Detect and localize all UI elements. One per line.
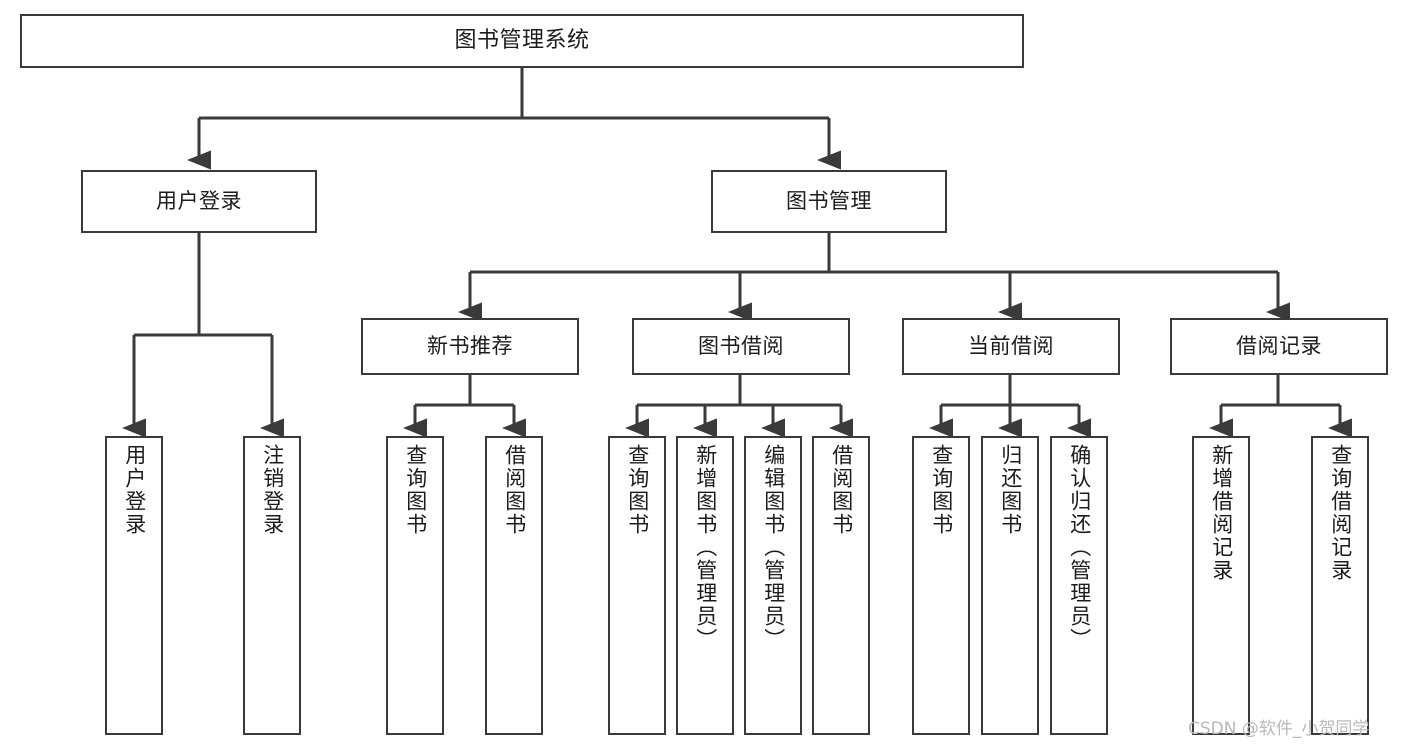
node-label: 确认归还（管理员） xyxy=(1067,444,1092,651)
leaf-new-book-borrow[interactable]: 借阅图书 xyxy=(485,436,543,735)
node-label: 查询借阅记录 xyxy=(1328,444,1353,582)
leaf-record-add-record[interactable]: 新增借阅记录 xyxy=(1192,436,1250,735)
node-label: 注销登录 xyxy=(260,444,285,536)
leaf-borrow-add-book[interactable]: 新增图书（管理员） xyxy=(676,436,734,735)
leaf-record-query-record[interactable]: 查询借阅记录 xyxy=(1311,436,1369,735)
node-label: 查询图书 xyxy=(403,444,428,536)
node-label: 编辑图书（管理员） xyxy=(761,444,786,651)
leaf-current-confirm-return[interactable]: 确认归还（管理员） xyxy=(1050,436,1108,735)
node-label: 借阅图书 xyxy=(502,444,527,536)
node-label: 图书管理系统 xyxy=(454,28,590,54)
leaf-new-book-query[interactable]: 查询图书 xyxy=(386,436,444,735)
node-user-login[interactable]: 用户登录 xyxy=(81,170,317,233)
watermark: CSDN @软件_小贺同学 xyxy=(1188,719,1370,739)
node-label: 归还图书 xyxy=(998,444,1023,536)
leaf-borrow-edit-book[interactable]: 编辑图书（管理员） xyxy=(744,436,802,735)
node-label: 借阅记录 xyxy=(1236,334,1322,359)
node-label: 图书管理 xyxy=(786,189,872,214)
leaf-user-login-logout[interactable]: 注销登录 xyxy=(243,436,301,735)
leaf-borrow-borrow-book[interactable]: 借阅图书 xyxy=(812,436,870,735)
node-label: 新增图书（管理员） xyxy=(693,444,718,651)
node-label: 当前借阅 xyxy=(968,334,1054,359)
leaf-current-return-book[interactable]: 归还图书 xyxy=(981,436,1039,735)
node-label: 借阅图书 xyxy=(829,444,854,536)
node-label: 用户登录 xyxy=(122,444,147,536)
node-current-borrow[interactable]: 当前借阅 xyxy=(902,318,1120,375)
node-label: 新增借阅记录 xyxy=(1209,444,1234,582)
node-label: 查询图书 xyxy=(929,444,954,536)
leaf-borrow-query-book[interactable]: 查询图书 xyxy=(608,436,666,735)
node-book-management[interactable]: 图书管理 xyxy=(711,170,947,233)
node-label: 用户登录 xyxy=(156,189,242,214)
leaf-user-login-login[interactable]: 用户登录 xyxy=(105,436,163,735)
node-label: 图书借阅 xyxy=(698,334,784,359)
node-root-system[interactable]: 图书管理系统 xyxy=(20,14,1024,68)
node-new-book-recommend[interactable]: 新书推荐 xyxy=(361,318,579,375)
node-label: 查询图书 xyxy=(625,444,650,536)
node-borrow-record[interactable]: 借阅记录 xyxy=(1170,318,1388,375)
node-book-borrow[interactable]: 图书借阅 xyxy=(632,318,850,375)
node-label: 新书推荐 xyxy=(427,334,513,359)
leaf-current-query-book[interactable]: 查询图书 xyxy=(912,436,970,735)
